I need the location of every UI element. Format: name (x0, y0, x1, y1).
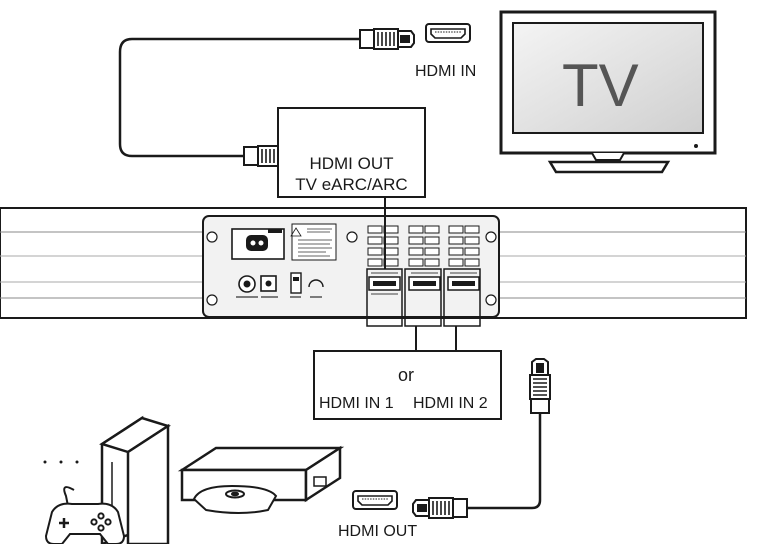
source-hdmi-out-label: HDMI OUT (338, 523, 418, 540)
hdmi-in-1-label: HDMI IN 1 (319, 395, 394, 412)
tv-screen-text: TV (562, 52, 639, 119)
gamepad-icon (44, 486, 126, 544)
hdmi-out-label: HDMI OUT (309, 154, 394, 173)
tv-earc-arc-label: TV eARC/ARC (295, 175, 408, 194)
disc-icon (192, 484, 278, 514)
or-label: or (398, 365, 415, 385)
hdmi-plug-icon (359, 28, 415, 50)
hdmi-port-icon (425, 23, 471, 43)
hdmi-inputs-box: HDMI IN 1 or HDMI IN 2 (313, 350, 502, 420)
hdmi-plug-icon (412, 497, 468, 519)
tv-hdmi-in-label: HDMI IN (415, 63, 477, 80)
soundbar-hdmi-out-box: HDMI OUT TV eARC/ARC (277, 107, 426, 198)
hdmi-port-icon (352, 490, 398, 510)
hdmi-in-2-label: HDMI IN 2 (413, 395, 488, 412)
tv-icon (499, 10, 717, 174)
soundbar-icon (0, 207, 747, 327)
hdmi-plug-icon (529, 358, 551, 414)
